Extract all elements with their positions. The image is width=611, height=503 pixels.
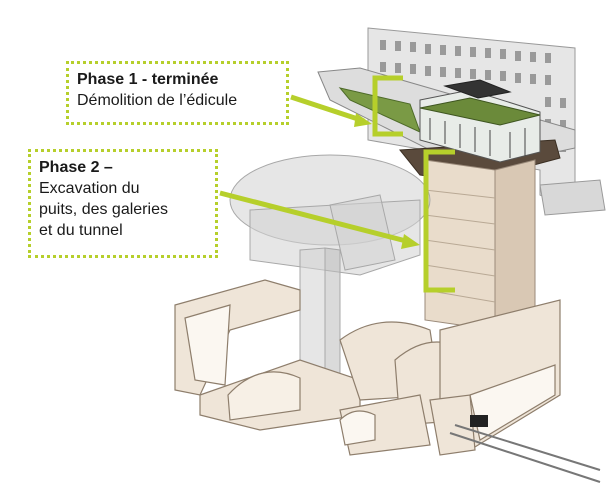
phase-2-text-line: Excavation du <box>39 180 140 197</box>
phase-1-text: Démolition de l’édicule <box>77 92 238 109</box>
phase-1-arrowhead <box>354 113 372 127</box>
phase-2-arrowhead <box>401 234 420 249</box>
phase-1-bracket <box>372 75 403 137</box>
phase-2-text-line: puits, des galeries <box>39 201 168 218</box>
pavilion <box>419 79 541 163</box>
phase-2-bracket <box>423 149 455 293</box>
tunnels <box>174 279 561 456</box>
excavation-shaft <box>424 159 536 331</box>
phase-2-text-line: et du tunnel <box>39 222 123 239</box>
ghost-station <box>229 154 431 399</box>
phase-1-callout: Phase 1 - terminée Démolition de l’édicu… <box>66 61 289 125</box>
phase-2-callout: Phase 2 – Excavation du puits, des galer… <box>28 149 218 258</box>
rails <box>449 424 601 483</box>
phase-1-title: Phase 1 - terminée <box>77 71 219 88</box>
phase-2-title: Phase 2 – <box>39 159 113 176</box>
phase-1-arrow <box>290 94 365 124</box>
phase-2-arrow <box>219 190 411 245</box>
train-opening <box>470 415 488 427</box>
